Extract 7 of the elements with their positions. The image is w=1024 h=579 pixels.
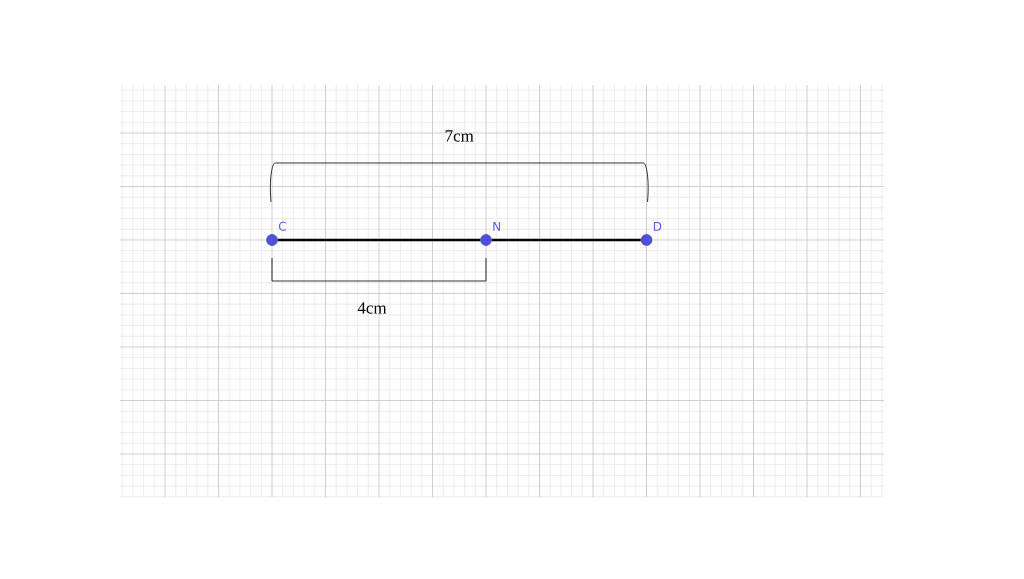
dimension-label: 4cm — [357, 302, 387, 314]
point-label: C — [278, 221, 286, 231]
point-label: N — [493, 222, 500, 231]
line-segment — [277, 238, 481, 242]
dimension-label: 7cm — [445, 130, 474, 142]
line-segment — [491, 238, 641, 242]
point-label: D — [653, 222, 662, 231]
